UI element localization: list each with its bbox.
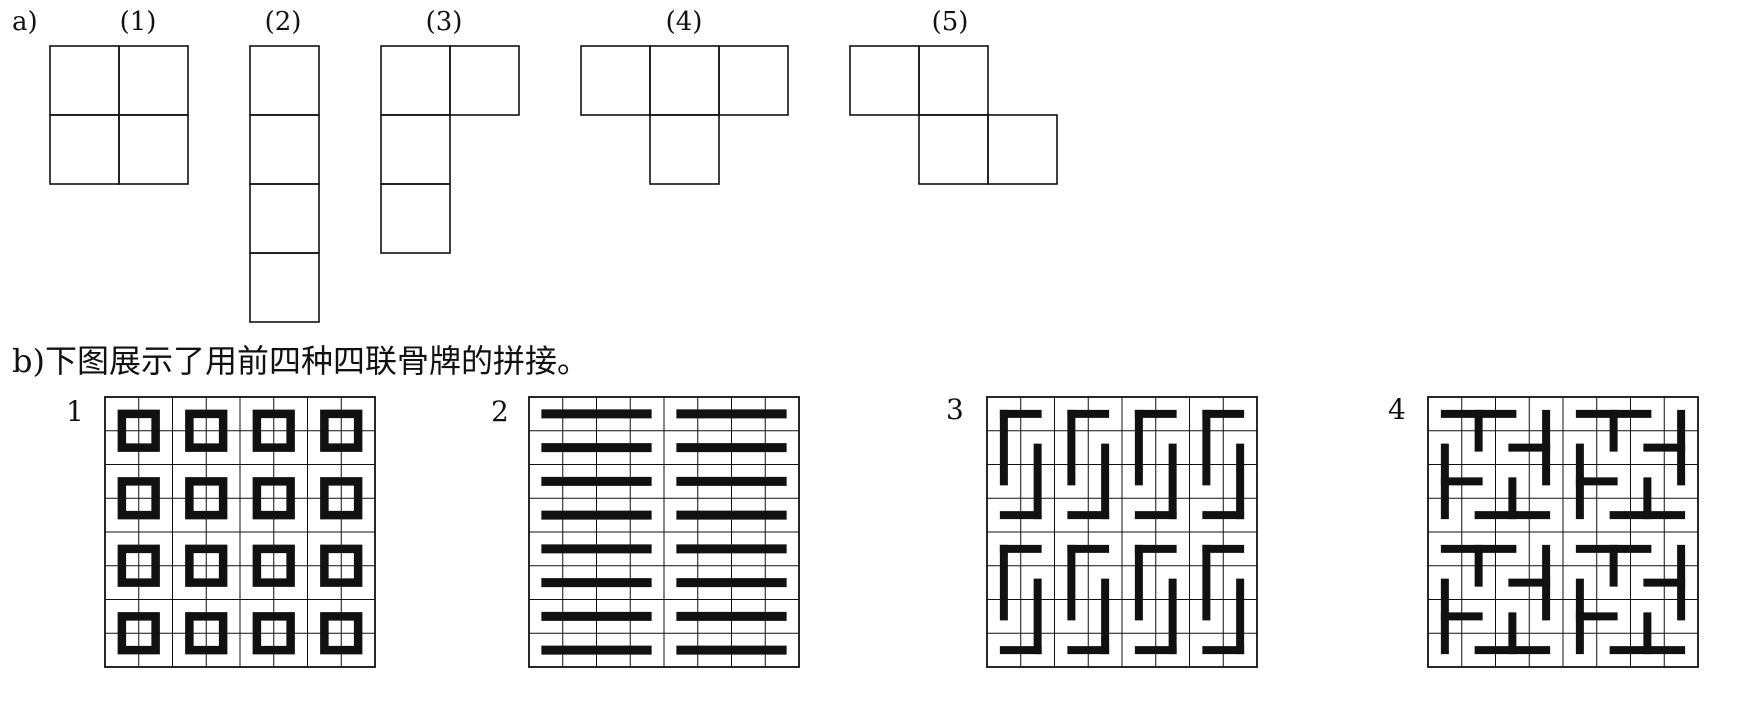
tile-square-piece [252,612,295,655]
shape-1: (1) [49,7,189,185]
tiling-1: 1 [66,395,376,668]
shape-cell [380,45,451,116]
shape-cell [249,114,320,185]
tile-square-piece [252,544,295,587]
tiling-2: 2 [491,395,800,668]
shape-5: (5) [849,7,1058,185]
tile-square-piece [117,409,160,452]
tile-square-piece [185,409,228,452]
tile-square-piece [320,409,363,452]
shape-cell [249,183,320,254]
tile-square-piece [117,544,160,587]
tile-square-piece [252,477,295,520]
shape-cell [649,45,720,116]
tiling-label: 4 [1388,393,1406,426]
shape-4: (4) [580,7,789,185]
shape-3: (3) [380,7,520,254]
tile-square-piece [185,477,228,520]
tile-square-piece [185,544,228,587]
tile-square-piece [252,409,295,452]
shape-cell [449,45,520,116]
shape-label: (5) [932,7,969,37]
shape-cell [580,45,651,116]
shape-cell [249,252,320,323]
shape-cell [849,45,920,116]
grid-border [986,396,1258,668]
shape-cell [918,45,989,116]
shape-label: (1) [120,7,157,37]
grid-border [1427,396,1699,668]
shape-2: (2) [249,7,320,323]
part-b-tilings: 1 2 3 4 [66,393,1699,668]
shape-cell [49,45,120,116]
tile-square-piece [320,477,363,520]
tiling-label: 1 [66,395,84,428]
shape-cell [380,114,451,185]
shape-cell [118,45,189,116]
tiling-label: 2 [491,395,509,428]
shape-cell [918,114,989,185]
grid-border [104,396,376,668]
tiling-3: 3 [946,393,1258,668]
shape-cell [987,114,1058,185]
shape-label: (3) [426,7,463,37]
tiling-label: 3 [946,393,964,426]
shape-cell [718,45,789,116]
tile-square-piece [320,612,363,655]
tile-square-piece [320,544,363,587]
shape-cell [649,114,720,185]
shape-cell [380,183,451,254]
tiling-4: 4 [1388,393,1699,668]
part-b-caption: b)下图展示了用前四种四联骨牌的拼接。 [12,342,589,380]
tile-square-piece [185,612,228,655]
tile-square-piece [117,477,160,520]
part-a-label: a) [12,7,38,37]
shape-label: (2) [265,7,302,37]
grid-border [528,396,800,668]
shape-label: (4) [666,7,703,37]
part-a-shapes: (1) (2) (3) (4) (5) [49,7,1058,323]
shape-cell [49,114,120,185]
tile-square-piece [117,612,160,655]
shape-cell [118,114,189,185]
shape-cell [249,45,320,116]
